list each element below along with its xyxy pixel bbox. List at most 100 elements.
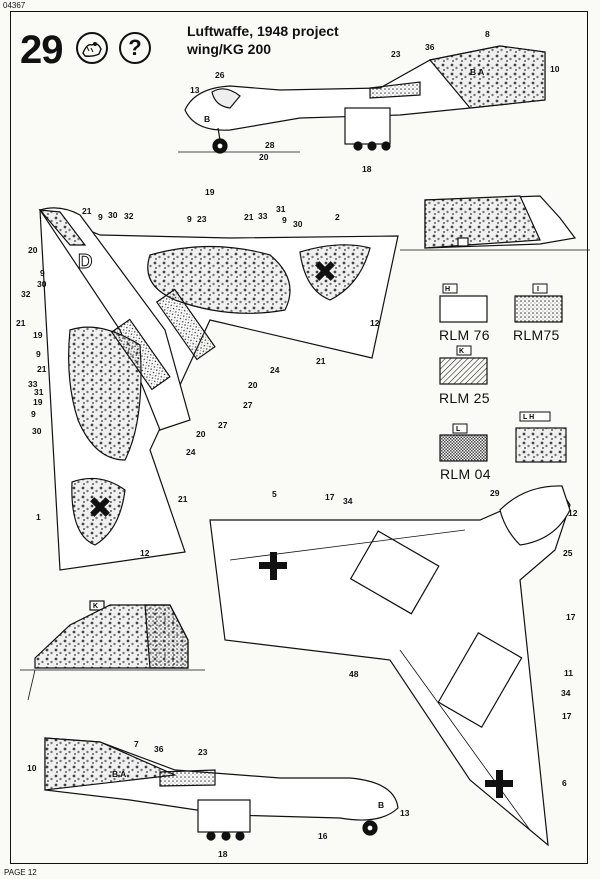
marking-nose-letter: B	[204, 114, 210, 124]
svg-text:27: 27	[243, 400, 253, 410]
svg-text:20: 20	[196, 429, 206, 439]
svg-text:34: 34	[561, 688, 571, 698]
tail-letter-marking: D	[78, 251, 92, 273]
svg-text:7: 7	[134, 739, 139, 749]
svg-text:21: 21	[37, 364, 47, 374]
svg-text:12: 12	[370, 318, 380, 328]
plan-view-bottom	[209, 485, 571, 847]
svg-text:17: 17	[325, 492, 335, 502]
swatch-rlm04: L	[439, 423, 488, 462]
svg-text:19: 19	[33, 330, 43, 340]
svg-text:9: 9	[187, 214, 192, 224]
svg-text:2: 2	[335, 212, 340, 222]
svg-text:25: 25	[563, 548, 573, 558]
svg-text:26: 26	[215, 70, 225, 80]
svg-text:36: 36	[425, 42, 435, 52]
question-mark-icon: ?	[119, 32, 151, 64]
callouts-bottom-view: 5 17 34 29 12 25 17 48 11 34 17 6	[272, 488, 578, 788]
svg-text:13: 13	[400, 808, 410, 818]
callouts-plan-right: 19 9 23 21 33 31 9 30 2 12 21 24 20 27 2…	[178, 187, 380, 504]
page-frame	[10, 11, 588, 864]
svg-text:K: K	[459, 348, 464, 355]
svg-text:11: 11	[564, 668, 573, 678]
svg-text:31: 31	[276, 204, 286, 214]
svg-text:29: 29	[490, 488, 500, 498]
svg-text:30: 30	[32, 426, 42, 436]
svg-text:18: 18	[218, 849, 228, 859]
svg-text:24: 24	[270, 365, 280, 375]
svg-text:12: 12	[568, 508, 578, 518]
svg-text:27: 27	[218, 420, 228, 430]
svg-text:24: 24	[186, 447, 196, 457]
cross-marking-bottom	[259, 552, 513, 798]
svg-text:23: 23	[391, 49, 401, 59]
svg-text:8: 8	[485, 29, 490, 39]
swatch-rlm25: K	[439, 345, 488, 385]
svg-text:9: 9	[36, 349, 41, 359]
glue-icon	[76, 32, 108, 64]
swatch-rlm76: H	[439, 283, 488, 323]
color-swatches: H I K L L H	[439, 283, 567, 463]
svg-text:9: 9	[98, 212, 103, 222]
marking-nose-letter-bottom: B	[378, 800, 384, 810]
svg-text:20: 20	[259, 152, 269, 162]
page-title: Luftwaffe, 1948 project wing/KG 200	[187, 22, 339, 58]
callouts-plan-left: 21 9 30 32 20 9 30 32 21 19 9 21 33 31 1…	[16, 206, 150, 558]
swatch-label-rlm75: RLM75	[513, 327, 560, 343]
plan-view-top	[38, 207, 399, 571]
cross-marking	[90, 261, 335, 517]
svg-text:30: 30	[108, 210, 118, 220]
svg-text:48: 48	[349, 669, 359, 679]
svg-text:5: 5	[272, 489, 277, 499]
swatch-rlm75: I	[514, 283, 563, 323]
svg-text:21: 21	[178, 494, 188, 504]
svg-text:L H: L H	[523, 414, 534, 421]
fin-detail-left	[20, 600, 205, 701]
swatch-label-rlm04: RLM 04	[440, 466, 491, 482]
svg-text:1: 1	[36, 512, 41, 522]
swatch-mottle: L H	[515, 411, 567, 463]
svg-text:34: 34	[343, 496, 353, 506]
svg-text:9: 9	[40, 268, 45, 278]
title-line-2: wing/KG 200	[187, 41, 272, 57]
swatch-label-rlm25: RLM 25	[439, 390, 490, 406]
svg-text:30: 30	[293, 219, 303, 229]
svg-text:17: 17	[562, 711, 572, 721]
svg-text:20: 20	[248, 380, 258, 390]
svg-text:33: 33	[28, 379, 38, 389]
svg-text:16: 16	[318, 831, 328, 841]
svg-text:19: 19	[205, 187, 215, 197]
svg-text:31: 31	[34, 387, 44, 397]
svg-text:28: 28	[265, 140, 275, 150]
svg-text:21: 21	[16, 318, 26, 328]
svg-text:6: 6	[562, 778, 567, 788]
fin-left-code: K	[93, 603, 98, 610]
callouts-top-side: 8 36 23 10 26 13 28 20 18	[190, 29, 560, 174]
svg-text:21: 21	[316, 356, 326, 366]
fin-detail-right	[400, 195, 590, 251]
svg-text:33: 33	[258, 211, 268, 221]
svg-text:H: H	[445, 286, 450, 293]
callouts-bottom-side: 7 36 23 10 13 16 18	[27, 739, 410, 859]
svg-text:20: 20	[28, 245, 38, 255]
svg-text:18: 18	[362, 164, 372, 174]
svg-text:32: 32	[124, 211, 134, 221]
svg-text:9: 9	[282, 215, 287, 225]
document-code: 04367	[3, 1, 26, 10]
svg-text:I: I	[537, 286, 539, 293]
title-line-1: Luftwaffe, 1948 project	[187, 23, 339, 39]
svg-text:36: 36	[154, 744, 164, 754]
svg-text:23: 23	[197, 214, 207, 224]
page-footer: PAGE 12	[4, 868, 37, 877]
svg-text:23: 23	[198, 747, 208, 757]
svg-text:10: 10	[550, 64, 560, 74]
svg-text:9: 9	[31, 409, 36, 419]
side-view-bottom	[44, 737, 399, 841]
svg-text:21: 21	[244, 212, 254, 222]
svg-text:32: 32	[21, 289, 31, 299]
svg-text:17: 17	[566, 612, 576, 622]
side-view-top	[178, 45, 546, 154]
